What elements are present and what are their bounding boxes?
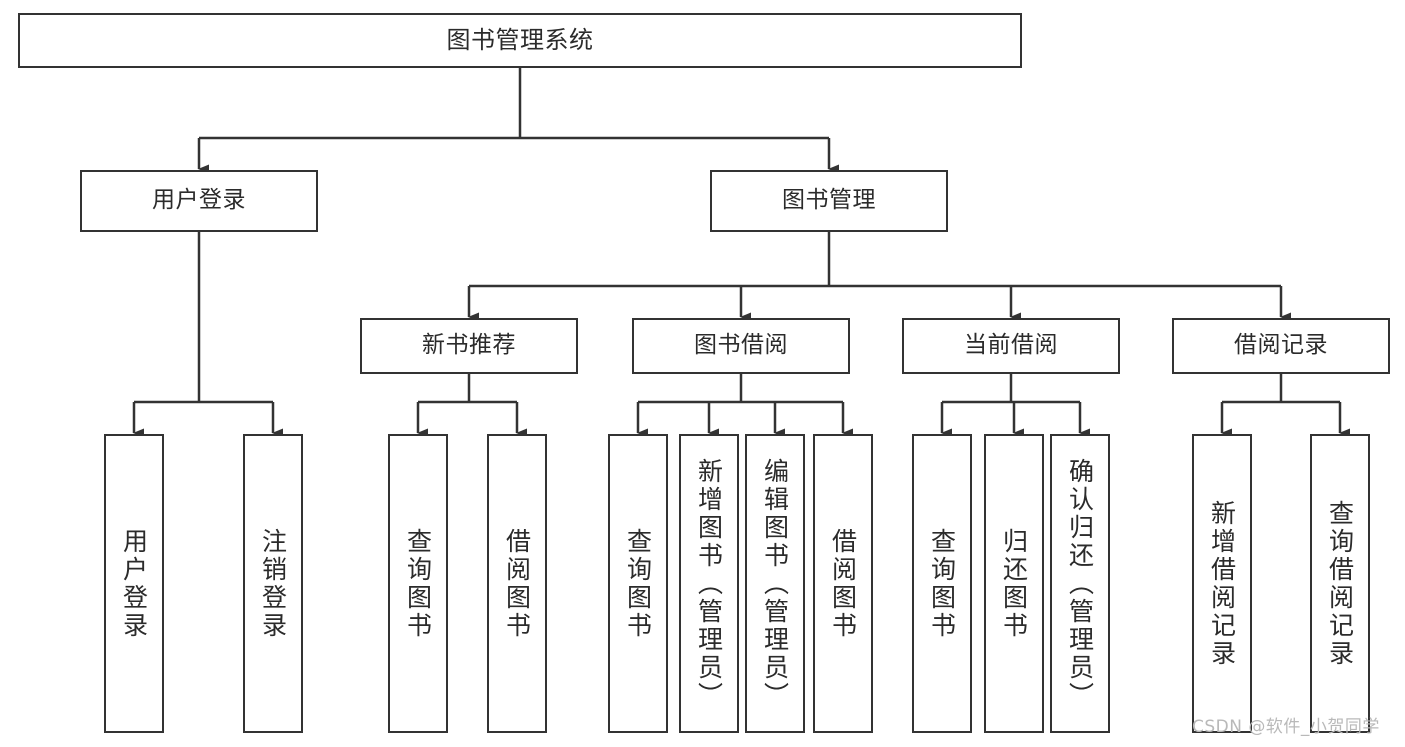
node-leaf-rec-borrow[interactable]: 借阅图书 [487, 434, 547, 733]
node-label-new-book-rec: 新书推荐 [422, 332, 516, 359]
node-leaf-user-logout[interactable]: 注销登录 [243, 434, 303, 733]
node-label-current-borrow: 当前借阅 [964, 332, 1058, 359]
node-label-root: 图书管理系统 [446, 26, 594, 55]
node-leaf-rec-query[interactable]: 查询图书 [388, 434, 448, 733]
node-leaf-bb-query[interactable]: 查询图书 [608, 434, 668, 733]
node-book-manage[interactable]: 图书管理 [710, 170, 948, 232]
node-leaf-bb-add[interactable]: 新增图书（管理员） [679, 434, 739, 733]
node-leaf-cb-return[interactable]: 归还图书 [984, 434, 1044, 733]
node-leaf-br-add[interactable]: 新增借阅记录 [1192, 434, 1252, 733]
node-leaf-user-login[interactable]: 用户登录 [104, 434, 164, 733]
node-label-leaf-rec-query: 查询图书 [403, 527, 433, 640]
node-root[interactable]: 图书管理系统 [18, 13, 1022, 68]
node-label-leaf-cb-return: 归还图书 [999, 527, 1029, 640]
node-user-login[interactable]: 用户登录 [80, 170, 318, 232]
node-label-leaf-bb-borrow: 借阅图书 [828, 527, 858, 640]
node-label-leaf-user-login: 用户登录 [119, 527, 149, 640]
node-label-leaf-bb-query: 查询图书 [623, 527, 653, 640]
node-label-borrow-record: 借阅记录 [1234, 332, 1328, 359]
node-leaf-cb-query[interactable]: 查询图书 [912, 434, 972, 733]
node-label-leaf-rec-borrow: 借阅图书 [502, 527, 532, 640]
node-new-book-rec[interactable]: 新书推荐 [360, 318, 578, 374]
node-current-borrow[interactable]: 当前借阅 [902, 318, 1120, 374]
node-label-leaf-cb-query: 查询图书 [927, 527, 957, 640]
node-leaf-cb-confirm[interactable]: 确认归还（管理员） [1050, 434, 1110, 733]
node-label-leaf-br-add: 新增借阅记录 [1207, 499, 1237, 668]
node-leaf-br-query[interactable]: 查询借阅记录 [1310, 434, 1370, 733]
node-label-book-manage: 图书管理 [782, 187, 876, 214]
node-label-leaf-bb-edit: 编辑图书（管理员） [760, 457, 790, 710]
node-book-borrow[interactable]: 图书借阅 [632, 318, 850, 374]
node-borrow-record[interactable]: 借阅记录 [1172, 318, 1390, 374]
node-label-book-borrow: 图书借阅 [694, 332, 788, 359]
node-label-user-login: 用户登录 [152, 187, 246, 214]
node-leaf-bb-borrow[interactable]: 借阅图书 [813, 434, 873, 733]
node-label-leaf-user-logout: 注销登录 [258, 527, 288, 640]
node-label-leaf-bb-add: 新增图书（管理员） [694, 457, 724, 710]
node-label-leaf-br-query: 查询借阅记录 [1325, 499, 1355, 668]
csdn-watermark: CSDN @软件_小贺同学 [1192, 717, 1380, 737]
node-label-leaf-cb-confirm: 确认归还（管理员） [1065, 457, 1095, 710]
node-leaf-bb-edit[interactable]: 编辑图书（管理员） [745, 434, 805, 733]
